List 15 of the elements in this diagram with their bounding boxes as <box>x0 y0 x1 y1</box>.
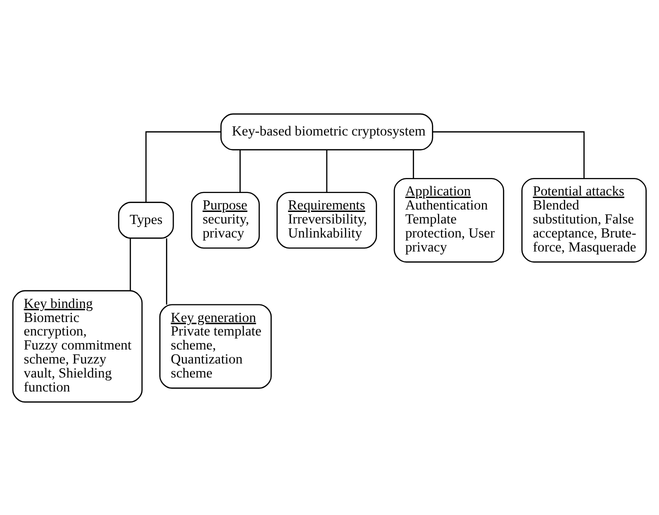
node-box: Key generation Private template scheme, Quantization scheme <box>159 304 272 388</box>
connector <box>130 238 131 290</box>
node-box: Requirements Irreversibility, Unlinkability <box>276 191 378 248</box>
connector <box>240 149 241 192</box>
connector <box>432 130 585 178</box>
connector <box>412 149 414 178</box>
connector <box>326 149 328 192</box>
node-box: Key binding Biometric encryption, Fuzzy commitment scheme, Fuzzy vault, Shielding function <box>12 290 143 402</box>
node-box: Potential attacks Blended substitution, False acceptance, Brute-force, Masquerade <box>521 177 647 262</box>
connector <box>166 238 168 304</box>
node-box: Types <box>118 201 174 238</box>
node-box: Application Authentication Template protection, User privacy <box>394 177 504 262</box>
node-box: Key-based biometric cryptosystem <box>220 112 434 150</box>
node-box: Purpose security, privacy <box>191 191 260 248</box>
connector <box>145 130 221 202</box>
